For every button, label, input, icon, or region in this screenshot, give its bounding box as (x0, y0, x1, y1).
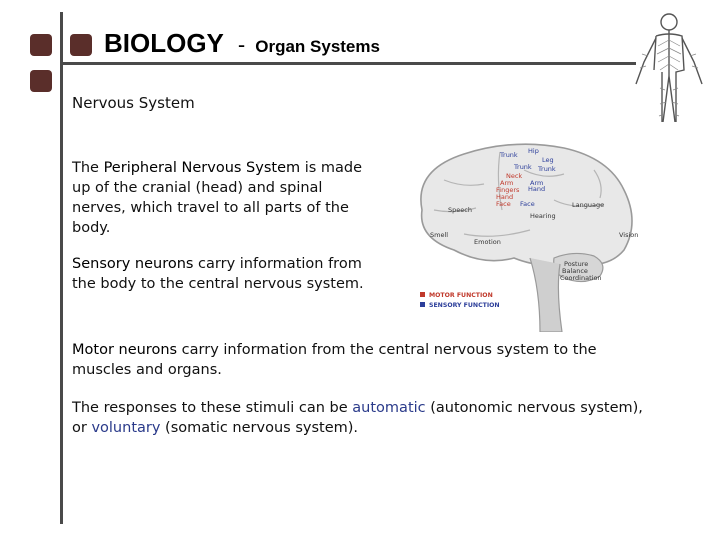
legend-swatch-motor (420, 292, 425, 297)
p1-after: is made up of the cranial (head) and spi… (72, 160, 363, 236)
label-posture: Posture (564, 260, 588, 268)
page-title: BIOLOGY-Organ Systems (104, 28, 380, 59)
title-separator: - (237, 32, 246, 57)
label-fingers: Fingers (496, 186, 520, 194)
p4-middle: (autonomic nervous system), or (72, 400, 643, 436)
p1-before: The (72, 160, 104, 176)
label-hand-right: Hand (528, 185, 545, 193)
label-leg: Leg (542, 156, 554, 164)
legend-sensory: SENSORY FUNCTION (429, 302, 500, 309)
paragraph-peripheral-nervous-system: The Peripheral Nervous System is made up… (72, 158, 372, 238)
label-trunk: Trunk (499, 151, 518, 159)
label-trunk-2: Trunk (513, 163, 532, 171)
term-peripheral-nervous-system: Peripheral Nervous System (103, 160, 301, 176)
brain-stem-shape (529, 257, 563, 332)
label-face-left: Face (496, 200, 511, 208)
p2-after: carry information from the body to the c… (72, 256, 364, 292)
label-balance: Balance (562, 267, 588, 275)
label-smell: Smell (430, 231, 448, 239)
p4-before: The responses to these stimuli can be (72, 400, 353, 416)
legend-motor: MOTOR FUNCTION (429, 292, 493, 299)
paragraph-motor-neurons: Motor neurons carry information from the… (72, 340, 632, 380)
label-speech: Speech (448, 206, 472, 214)
horizontal-rule (60, 62, 636, 65)
decor-square-2 (70, 34, 92, 56)
decor-square-3 (30, 70, 52, 92)
label-language: Language (572, 201, 604, 209)
label-arm-left: Arm (500, 179, 513, 187)
p4-after: (somatic nervous system). (160, 420, 358, 436)
label-arm-right: Arm (530, 179, 543, 187)
label-hand-left: Hand (496, 193, 513, 201)
vertical-rule (60, 12, 63, 524)
paragraph-sensory-neurons: Sensory neurons carry information from t… (72, 254, 377, 294)
decor-square-1 (30, 34, 52, 56)
brain-legend: MOTOR FUNCTION SENSORY FUNCTION (420, 292, 500, 309)
paragraph-responses: The responses to these stimuli can be au… (72, 398, 647, 438)
term-automatic: automatic (352, 400, 426, 416)
brain-outline (420, 143, 633, 266)
label-hearing: Hearing (530, 212, 556, 220)
label-vision: Vision (619, 231, 638, 239)
label-face-right: Face (520, 200, 535, 208)
brain-function-diagram: Trunk Hip Leg Trunk Trunk Neck Arm Arm F… (420, 143, 638, 332)
legend-swatch-sensory (420, 302, 425, 307)
title-subtitle: Organ Systems (255, 37, 380, 56)
nervous-system-figure-image (635, 13, 703, 122)
label-trunk-3: Trunk (537, 165, 556, 173)
title-main: BIOLOGY (104, 28, 224, 58)
term-motor-neurons: Motor neurons (72, 342, 178, 358)
term-voluntary: voluntary (91, 420, 161, 436)
label-emotion: Emotion (474, 238, 501, 246)
section-title: Nervous System (72, 94, 195, 112)
label-neck: Neck (506, 172, 522, 180)
label-hip: Hip (528, 147, 539, 155)
p3-after: carry information from the central nervo… (72, 342, 597, 378)
label-coordination: Coordination (560, 274, 602, 282)
term-sensory-neurons: Sensory neurons (72, 256, 194, 272)
